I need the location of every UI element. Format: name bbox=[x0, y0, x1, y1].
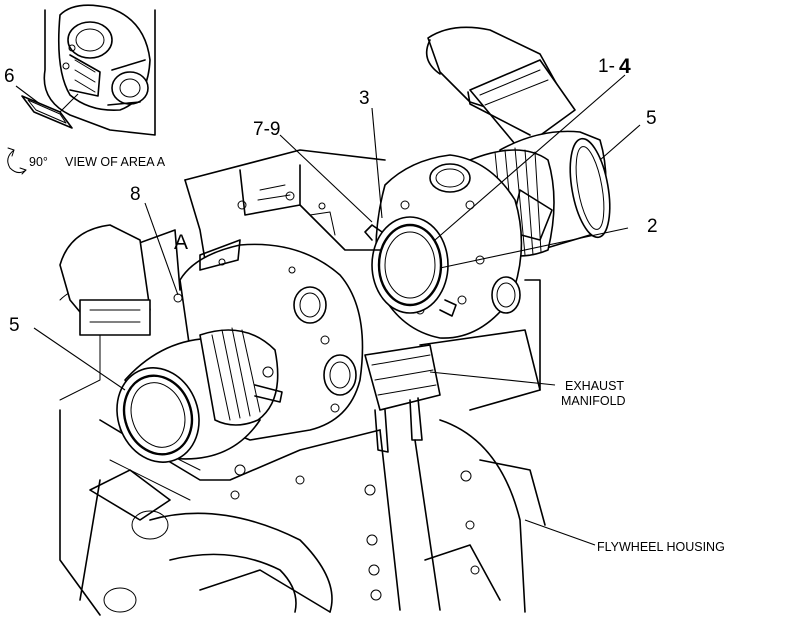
rotate-90-icon bbox=[7, 147, 27, 175]
callout-8: 8 bbox=[130, 184, 141, 205]
view-label: VIEW OF AREA A bbox=[65, 155, 166, 169]
callout-3: 3 bbox=[359, 88, 370, 109]
turbocharger-right bbox=[364, 130, 611, 339]
labels: 1- 4 2 3 5 5 6 7-9 8 A 90° VIEW OF AREA … bbox=[4, 55, 725, 554]
leader-lines bbox=[33, 74, 641, 546]
callout-5-left: 5 bbox=[9, 315, 20, 336]
exhaust-pipe-upper bbox=[425, 26, 576, 151]
inset-view-area-a bbox=[15, 4, 156, 136]
callout-1-4-suffix: 4 bbox=[619, 55, 631, 78]
callout-6: 6 bbox=[4, 66, 15, 87]
callout-5-right: 5 bbox=[646, 108, 657, 129]
exhaust-label-line2: MANIFOLD bbox=[561, 394, 626, 408]
callout-7-9: 7-9 bbox=[253, 119, 280, 140]
exhaust-label-line1: EXHAUST bbox=[565, 379, 624, 393]
callout-2: 2 bbox=[647, 216, 658, 237]
flywheel-housing-label: FLYWHEEL HOUSING bbox=[597, 540, 725, 554]
exhaust-manifold bbox=[364, 279, 541, 453]
callout-1-4-prefix: 1- bbox=[598, 56, 615, 77]
turbocharger-left bbox=[59, 224, 283, 463]
area-a-marker: A bbox=[174, 231, 188, 254]
rotation-label: 90° bbox=[29, 155, 48, 169]
